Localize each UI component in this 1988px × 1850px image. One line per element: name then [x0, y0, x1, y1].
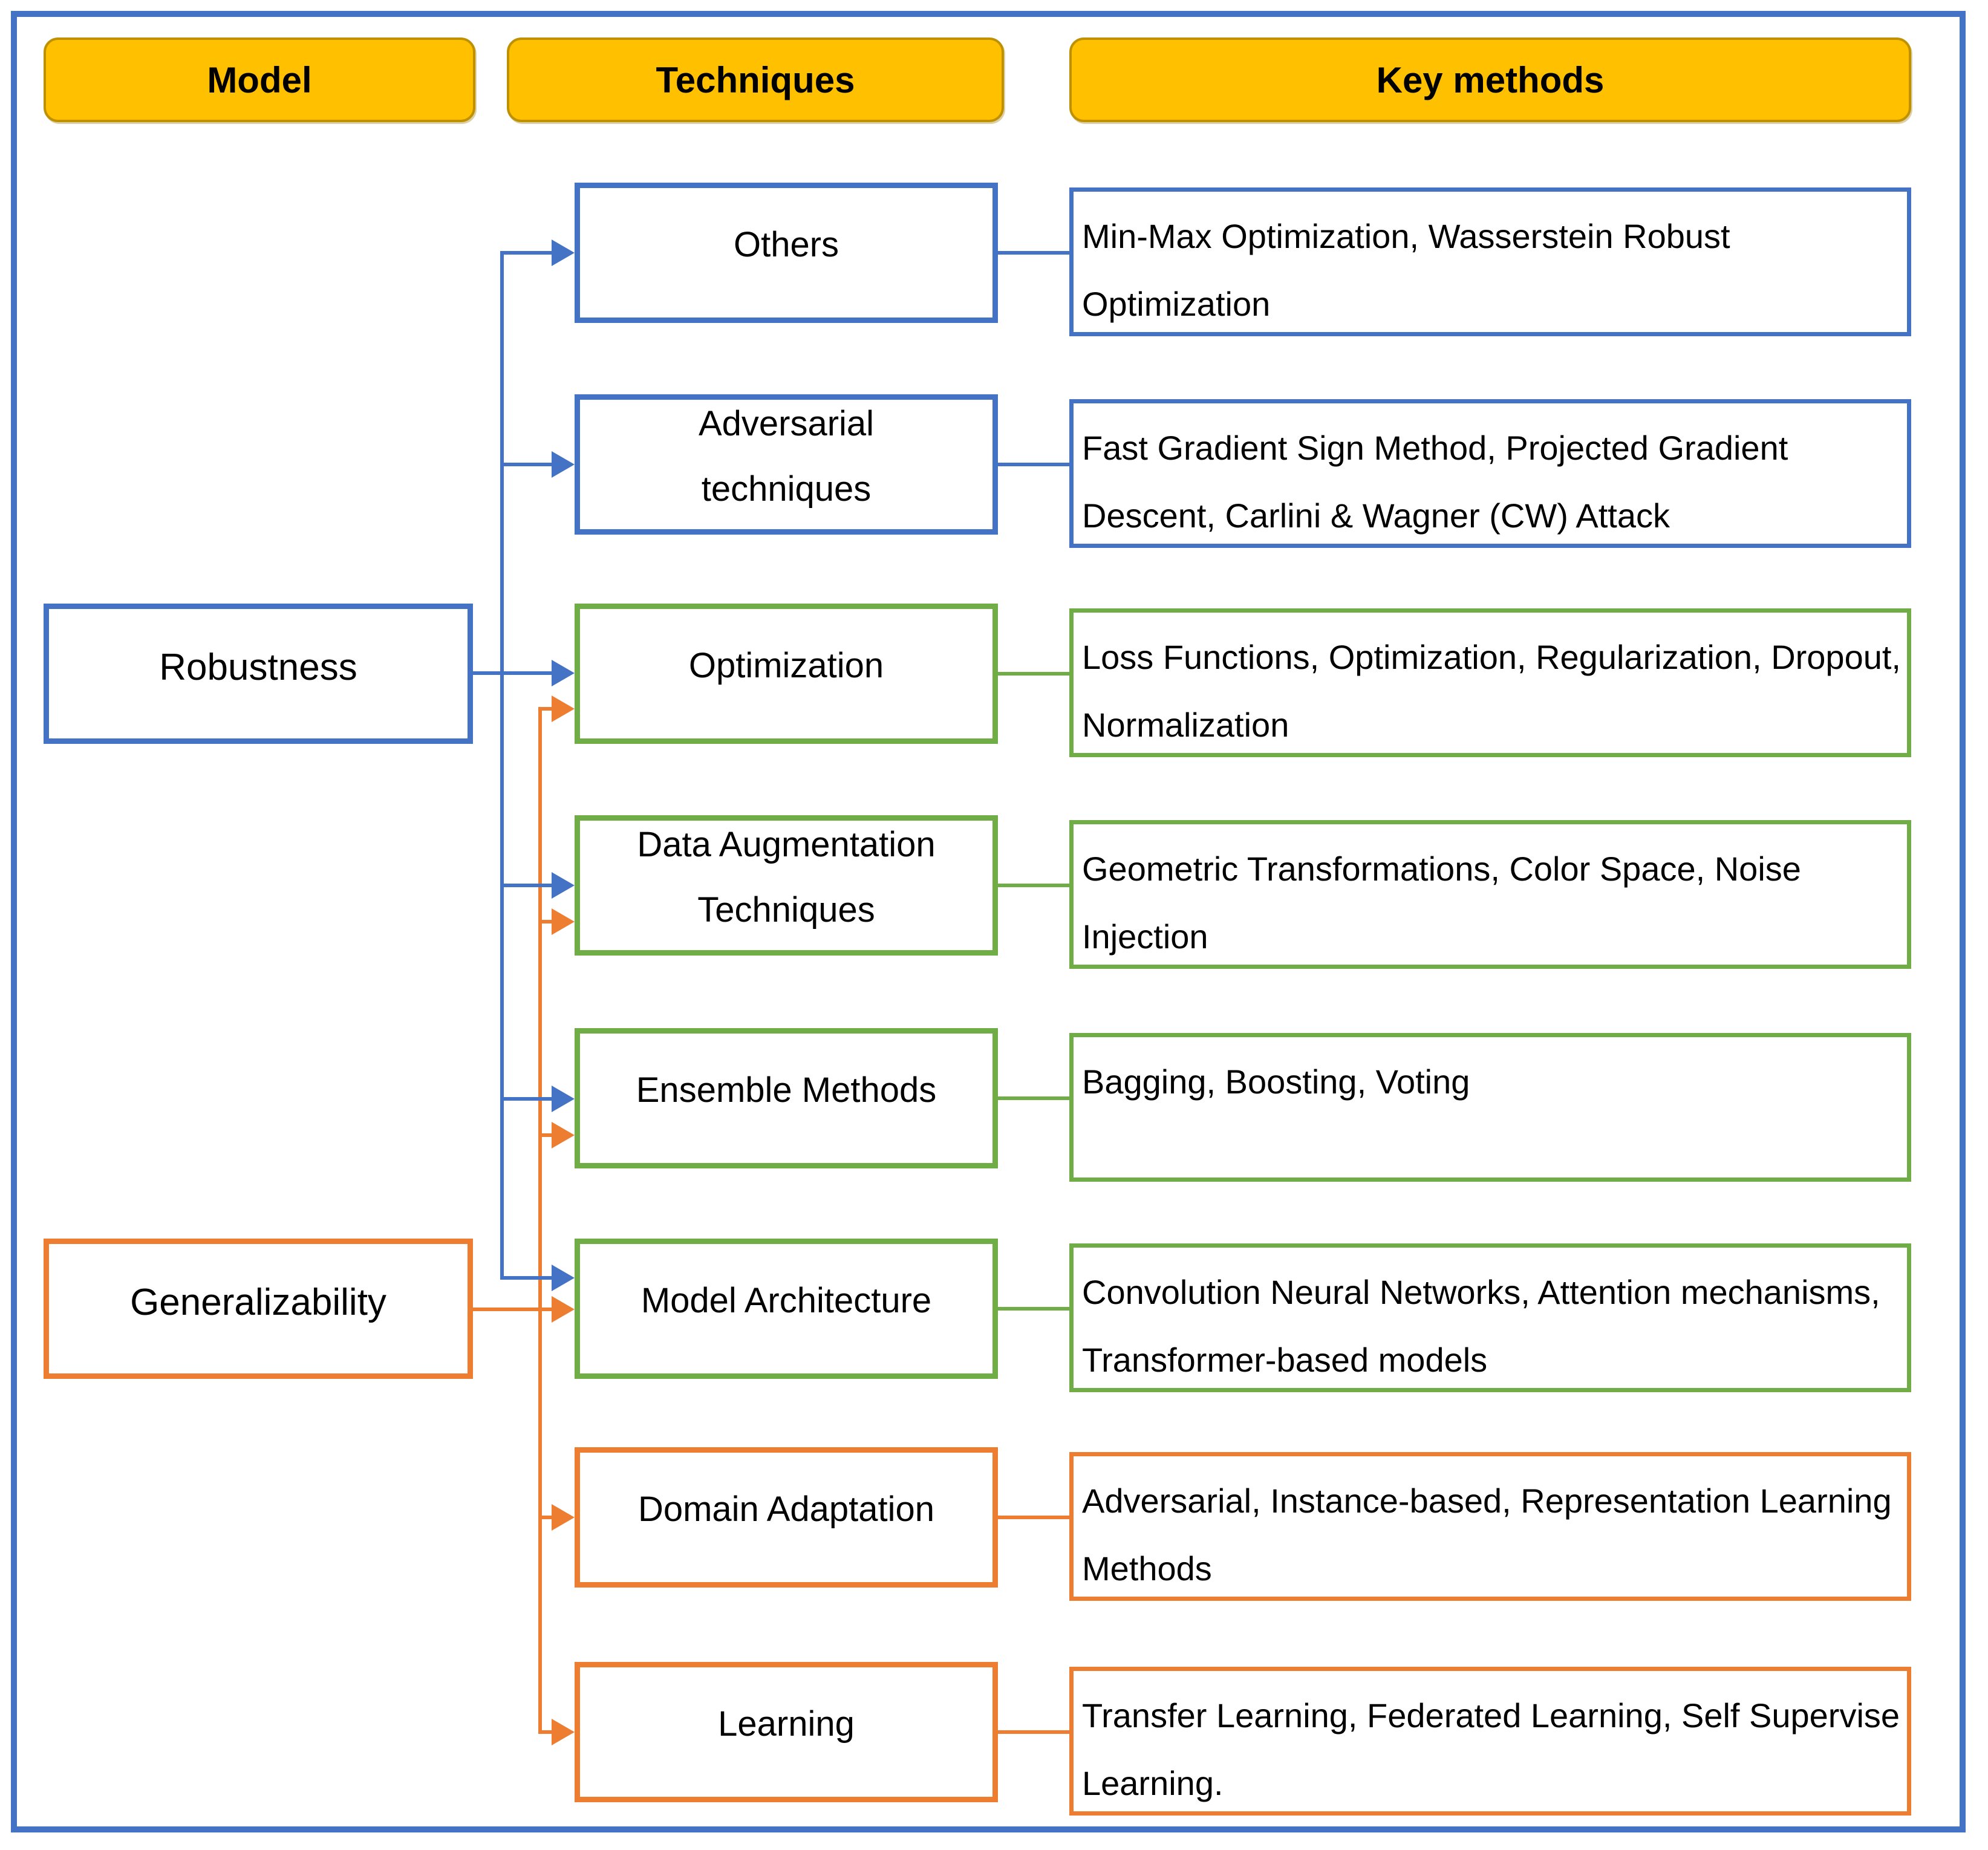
robustness-branch-row0-arrowhead-icon — [552, 239, 575, 266]
key-methods-box: Min-Max Optimization, Wasserstein Robust… — [1069, 187, 1911, 336]
technique-box: Adversarial techniques — [575, 394, 998, 535]
key-methods-box: Geometric Transformations, Color Space, … — [1069, 820, 1911, 969]
technique-label: Others — [733, 225, 839, 264]
key-methods-text: Transfer Learning, Federated Learning, S… — [1082, 1696, 1900, 1802]
technique-label: Data Augmentation Techniques — [637, 825, 936, 930]
technique-to-methods-connector — [998, 884, 1069, 887]
robustness-branch-row4-arrowhead-icon — [552, 1086, 575, 1112]
key-methods-text: Bagging, Boosting, Voting — [1082, 1063, 1470, 1101]
key-methods-box: Adversarial, Instance-based, Representat… — [1069, 1452, 1911, 1601]
technique-to-methods-connector — [998, 1730, 1069, 1734]
technique-to-methods-connector — [998, 672, 1069, 676]
robustness-branch-row1-line — [500, 463, 554, 466]
technique-box: Optimization — [575, 604, 998, 744]
technique-to-methods-connector — [998, 1516, 1069, 1519]
key-methods-text: Loss Functions, Optimization, Regulariza… — [1082, 638, 1901, 744]
technique-label: Optimization — [688, 646, 884, 685]
generalizability-branch-row6-line — [538, 1516, 554, 1519]
column-header-model: Model — [44, 37, 475, 122]
robustness-branch-row3-line — [500, 884, 554, 887]
robustness-branch-row0-line — [500, 251, 554, 255]
generalizability-branch-row7-line — [538, 1730, 554, 1734]
technique-to-methods-connector — [998, 251, 1069, 255]
key-methods-text: Geometric Transformations, Color Space, … — [1082, 850, 1801, 956]
technique-to-methods-connector — [998, 1307, 1069, 1311]
technique-to-methods-connector — [998, 1096, 1069, 1100]
generalizability-branch-row2-arrowhead-icon — [552, 695, 575, 722]
technique-box: Model Architecture — [575, 1239, 998, 1379]
robustness-branch-row2-arrowhead-icon — [552, 660, 575, 686]
robustness-trunk-line — [500, 251, 504, 1280]
technique-label: Adversarial techniques — [698, 404, 875, 509]
key-methods-box: Loss Functions, Optimization, Regulariza… — [1069, 608, 1911, 757]
robustness-branch-row3-arrowhead-icon — [552, 872, 575, 899]
generalizability-branch-row7-arrowhead-icon — [552, 1719, 575, 1745]
model-box-robustness-label: Robustness — [159, 646, 357, 688]
model-box-robustness: Robustness — [44, 604, 473, 744]
key-methods-box: Fast Gradient Sign Method, Projected Gra… — [1069, 399, 1911, 548]
key-methods-text: Fast Gradient Sign Method, Projected Gra… — [1082, 429, 1788, 535]
robustness-branch-row1-arrowhead-icon — [552, 451, 575, 478]
generalizability-branch-row2-line — [538, 707, 554, 711]
technique-label: Ensemble Methods — [636, 1070, 937, 1110]
key-methods-box: Transfer Learning, Federated Learning, S… — [1069, 1667, 1911, 1816]
model-box-generalizability-label: Generalizability — [130, 1281, 386, 1323]
robustness-branch-row2-line — [473, 671, 554, 675]
technique-box: Ensemble Methods — [575, 1028, 998, 1168]
generalizability-trunk-line — [538, 707, 542, 1734]
generalizability-branch-row5-arrowhead-icon — [552, 1296, 575, 1323]
technique-label: Model Architecture — [640, 1281, 932, 1320]
technique-box: Learning — [575, 1662, 998, 1802]
key-methods-text: Min-Max Optimization, Wasserstein Robust… — [1082, 217, 1730, 323]
generalizability-branch-row4-line — [538, 1133, 554, 1137]
model-box-generalizability: Generalizability — [44, 1239, 473, 1379]
technique-label: Domain Adaptation — [637, 1490, 935, 1529]
generalizability-branch-row6-arrowhead-icon — [552, 1504, 575, 1531]
generalizability-branch-row3-line — [538, 920, 554, 923]
key-methods-box: Bagging, Boosting, Voting — [1069, 1033, 1911, 1182]
generalizability-branch-row5-line — [473, 1308, 554, 1311]
generalizability-branch-row4-arrowhead-icon — [552, 1122, 575, 1148]
technique-box: Data Augmentation Techniques — [575, 815, 998, 956]
key-methods-text: Convolution Neural Networks, Attention m… — [1082, 1273, 1880, 1379]
key-methods-box: Convolution Neural Networks, Attention m… — [1069, 1243, 1911, 1392]
generalizability-branch-row3-arrowhead-icon — [552, 908, 575, 935]
column-header-model-label: Model — [207, 59, 312, 100]
technique-to-methods-connector — [998, 463, 1069, 466]
technique-label: Learning — [718, 1704, 855, 1744]
column-header-techniques: Techniques — [507, 37, 1004, 122]
column-header-key-methods: Key methods — [1069, 37, 1911, 122]
robustness-branch-row5-line — [500, 1276, 554, 1280]
robustness-branch-row4-line — [500, 1097, 554, 1101]
robustness-branch-row5-arrowhead-icon — [552, 1265, 575, 1291]
technique-box: Others — [575, 183, 998, 323]
key-methods-text: Adversarial, Instance-based, Representat… — [1082, 1482, 1892, 1588]
column-header-techniques-label: Techniques — [656, 59, 855, 100]
column-header-key-methods-label: Key methods — [1376, 59, 1605, 100]
technique-box: Domain Adaptation — [575, 1447, 998, 1588]
